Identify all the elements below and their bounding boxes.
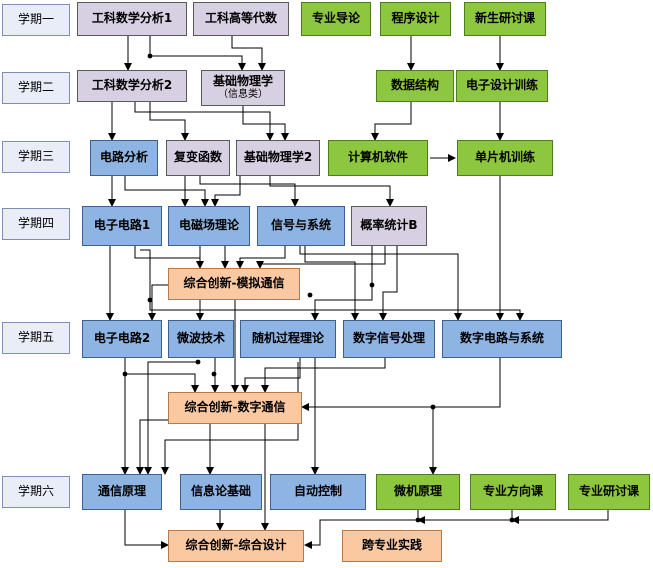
edge-ec1-analog <box>134 246 204 269</box>
edge-alg-phys <box>231 36 266 71</box>
semester-1-label: 学期一 <box>2 4 70 36</box>
junction-dot <box>509 517 515 523</box>
course-electronic-circuits-1: 电子电路1 <box>82 206 162 246</box>
edge-ma2-cv <box>149 101 189 141</box>
course-innovation-comprehensive-design: 综合创新-综合设计 <box>168 530 304 562</box>
edge-comm-final <box>124 510 169 549</box>
course-basic-physics-title: 基础物理学 <box>212 74 273 89</box>
semester-3-label: 学期三 <box>2 141 70 173</box>
edge-ss-analog <box>236 246 286 269</box>
course-microcomputer-principles: 微机原理 <box>376 474 460 510</box>
edge-circ-emf <box>124 176 209 207</box>
course-mcu-training: 单片机训练 <box>457 140 553 176</box>
edge-ec1-dcs <box>140 249 524 321</box>
edge-prob-analog <box>256 246 386 269</box>
course-innovation-digital-comm: 综合创新-数字通信 <box>168 392 302 424</box>
course-random-process: 随机过程理论 <box>240 320 336 358</box>
edge-ma1-phys <box>149 36 246 71</box>
course-computer-software: 计算机软件 <box>328 140 428 176</box>
course-basic-physics: 基础物理学 （信息类） <box>201 70 285 106</box>
edge-digital-comm <box>136 419 168 475</box>
course-major-direction: 专业方向课 <box>470 474 556 510</box>
edge-phys-phys2 <box>242 106 289 141</box>
junction-dot <box>147 297 153 303</box>
course-math-analysis-1: 工科数学分析1 <box>77 2 187 36</box>
course-programming: 程序设计 <box>380 2 451 36</box>
semester-2-label: 学期二 <box>2 72 70 104</box>
edge-ds-cs <box>371 101 412 141</box>
junction-dot <box>122 371 128 377</box>
course-circuit-analysis: 电路分析 <box>90 140 158 176</box>
course-innovation-analog-comm: 综合创新-模拟通信 <box>168 268 300 300</box>
course-complex-functions: 复变函数 <box>166 140 230 176</box>
course-em-field-theory: 电磁场理论 <box>168 206 250 246</box>
course-cross-major-practice: 跨专业实践 <box>342 530 442 562</box>
edge-ec2-digital <box>124 358 199 393</box>
course-data-structures: 数据结构 <box>376 70 454 102</box>
semester-6-label: 学期六 <box>2 476 70 508</box>
edge-phys2-prob <box>269 176 394 207</box>
course-math-analysis-2: 工科数学分析2 <box>77 70 187 102</box>
edge-rand-digital <box>241 358 301 393</box>
junction-dot <box>195 359 201 365</box>
edge-dsp-digital <box>261 358 386 393</box>
course-microwave-tech: 微波技术 <box>168 320 234 358</box>
course-major-intro: 专业导论 <box>301 2 371 36</box>
course-advanced-algebra: 工科高等代数 <box>193 2 289 36</box>
course-probability-stats-b: 概率统计B <box>351 206 427 246</box>
edge-dir-final <box>417 510 513 524</box>
junction-dot <box>415 517 421 523</box>
course-digital-circuits-systems: 数字电路与系统 <box>442 320 562 358</box>
edge-dcs-digital <box>301 358 501 411</box>
junction-dot <box>369 282 375 288</box>
course-electronic-design-training: 电子设计训练 <box>456 70 548 102</box>
edge-mw-comm <box>144 361 198 475</box>
junction-dot <box>211 371 217 377</box>
junction-dot <box>307 292 313 298</box>
course-dsp: 数字信号处理 <box>343 320 435 358</box>
semester-4-label: 学期四 <box>2 208 70 240</box>
course-automatic-control: 自动控制 <box>270 474 366 510</box>
course-basic-physics-subtitle: （信息类） <box>218 89 268 101</box>
edge-ss-dcs <box>299 246 462 321</box>
edge-prob-dsp <box>379 246 398 321</box>
edge-ma2-phys2 <box>134 101 274 141</box>
course-signals-systems: 信号与系统 <box>257 206 345 246</box>
course-basic-physics-2: 基础物理学2 <box>236 140 320 176</box>
course-freshman-seminar: 新生研讨课 <box>464 2 546 36</box>
edge-analog-ec2 <box>148 284 168 321</box>
semester-5-label: 学期五 <box>2 322 70 354</box>
edge-cv-ss <box>199 176 299 207</box>
edge-sem-final <box>511 510 609 524</box>
course-communication-principles: 通信原理 <box>82 474 162 510</box>
course-major-seminar: 专业研讨课 <box>568 474 650 510</box>
course-information-theory: 信息论基础 <box>180 474 262 510</box>
junction-dot <box>430 404 436 410</box>
junction-dot <box>147 53 153 59</box>
edge-prob-rand <box>311 246 373 321</box>
edge-phys2-emf <box>211 176 241 207</box>
course-electronic-circuits-2: 电子电路2 <box>82 320 162 358</box>
edge-ss-dsp <box>304 246 359 321</box>
